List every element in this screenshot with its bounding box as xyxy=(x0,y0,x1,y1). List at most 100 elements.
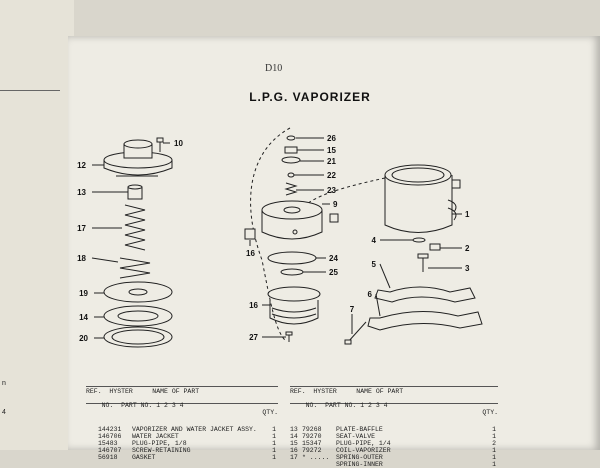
callout: 13 xyxy=(77,188,86,197)
table-cell-part: 79270 xyxy=(302,433,322,440)
table-row: 146707 SCREW-RETAINING 1 xyxy=(86,447,278,454)
table-cell-name: SEAT-VALVE xyxy=(336,433,376,440)
callout: 17 xyxy=(77,224,86,233)
table-row: 14 79270 SEAT-VALVE 1 xyxy=(290,433,498,440)
table-cell-qty: 1 xyxy=(492,433,496,440)
table-cell-name: COIL-VAPORIZER xyxy=(336,447,391,454)
table-rule xyxy=(86,403,278,404)
table-header: REF. HYSTER NAME OF PART xyxy=(290,388,404,395)
table-cell-name: VAPORIZER AND WATER JACKET ASSY. xyxy=(132,426,257,433)
valve-body xyxy=(261,200,323,240)
facing-page-mark: n xyxy=(2,380,6,387)
table-row: SPRING-INNER 1 xyxy=(290,461,498,468)
table-cell-part: 146707 xyxy=(98,447,122,454)
callout: 26 xyxy=(327,134,336,143)
table-cell-name: SCREW-RETAINING xyxy=(132,447,191,454)
callout: 12 xyxy=(77,161,86,170)
catalog-page xyxy=(68,36,600,450)
baffle-plate xyxy=(103,305,173,327)
cover-assembly xyxy=(103,139,173,177)
callout: 10 xyxy=(174,139,183,148)
diaphragm-plate xyxy=(103,281,173,303)
callout: 3 xyxy=(465,264,470,273)
callout: 2 xyxy=(465,244,470,253)
table-header: NO. PART NO. 1 2 3 4 QTY. xyxy=(101,402,278,416)
table-header: NO. PART NO. 1 2 3 4 QTY. xyxy=(305,402,498,416)
table-cell-qty: 1 xyxy=(492,447,496,454)
parts-table-right: REF. HYSTER NAME OF PART NO. PART NO. 1 … xyxy=(290,388,498,468)
table-rule xyxy=(86,386,278,387)
table-cell-name: PLATE-BAFFLE xyxy=(336,426,383,433)
callout: 4 xyxy=(372,236,377,245)
table-row: 16 79272 COIL-VAPORIZER 1 xyxy=(290,447,498,454)
page-title: L.P.G. VAPORIZER xyxy=(249,90,371,104)
table-cell-qty: 2 xyxy=(492,440,496,447)
table-cell-ref: 13 xyxy=(290,426,298,433)
screw xyxy=(344,321,367,345)
table-cell-qty: 1 xyxy=(272,454,276,461)
callout: 6 xyxy=(368,290,373,299)
vaporizer-coil xyxy=(267,286,321,325)
bushing xyxy=(127,184,143,200)
callout: 19 xyxy=(79,289,88,298)
callout: 14 xyxy=(79,313,88,322)
page-number: D10 xyxy=(265,63,283,74)
table-cell-part: 56918 xyxy=(98,454,118,461)
table-row: 13 79268 PLATE-BAFFLE 1 xyxy=(290,426,498,433)
water-jacket xyxy=(384,164,461,233)
valve-seat-stack xyxy=(281,135,301,196)
bolt xyxy=(285,331,293,342)
table-row: 17 * ..... SPRING-OUTER 1 xyxy=(290,454,498,461)
callout: 27 xyxy=(249,333,258,342)
exploded-parts-diagram: 12 10 13 17 18 19 14 20 26 15 21 22 23 9… xyxy=(77,127,483,348)
callout: 1 xyxy=(465,210,470,219)
callout: 21 xyxy=(327,157,336,166)
callout: 15 xyxy=(327,146,336,155)
table-rule xyxy=(290,386,498,387)
table-cell-name: GASKET xyxy=(132,454,156,461)
mounting-bracket xyxy=(367,286,483,331)
facing-page-rule xyxy=(0,90,60,91)
callout: 18 xyxy=(77,254,86,263)
pipe-plug xyxy=(244,213,339,240)
table-cell-qty: 1 xyxy=(492,461,496,468)
callout: 16 xyxy=(249,301,258,310)
table-cell-part: * ..... xyxy=(302,454,330,461)
table-cell-ref: 16 xyxy=(290,447,298,454)
table-cell-name: SPRING-INNER xyxy=(336,461,383,468)
table-cell-part: 79272 xyxy=(302,447,322,454)
facing-page: n 4 xyxy=(0,0,74,450)
spring xyxy=(119,204,151,279)
table-cell-name: WATER JACKET xyxy=(132,433,179,440)
washer-and-plug xyxy=(412,237,441,272)
table-cell-ref: 14 xyxy=(290,433,298,440)
table-cell-name: SPRING-OUTER xyxy=(336,454,383,461)
table-cell-name: PLUG-PIPE, 1/4 xyxy=(336,440,391,447)
table-cell-part: 15347 xyxy=(302,440,322,447)
table-cell-part: 15483 xyxy=(98,440,118,447)
callout: 24 xyxy=(329,254,338,263)
table-cell-qty: 1 xyxy=(272,433,276,440)
table-cell-ref: 15 xyxy=(290,440,298,447)
parts-table-left: REF. HYSTER NAME OF PART NO. PART NO. 1 … xyxy=(86,388,278,461)
table-cell-part: 79268 xyxy=(302,426,322,433)
table-cell-ref: 17 xyxy=(290,454,298,461)
table-cell-qty: 1 xyxy=(492,426,496,433)
callout: 23 xyxy=(327,186,336,195)
callout: 25 xyxy=(329,268,338,277)
callout: 5 xyxy=(372,260,377,269)
table-cell-part: 144231 xyxy=(98,426,122,433)
table-cell-qty: 1 xyxy=(272,447,276,454)
table-row: 144231 VAPORIZER AND WATER JACKET ASSY. 1 xyxy=(86,426,278,433)
callout: 7 xyxy=(350,305,355,314)
table-cell-qty: 1 xyxy=(492,454,496,461)
screw xyxy=(156,137,164,152)
table-cell-qty: 1 xyxy=(272,426,276,433)
table-header: REF. HYSTER NAME OF PART xyxy=(86,388,200,395)
gasket xyxy=(103,326,173,348)
callout: 20 xyxy=(79,334,88,343)
facing-page-mark: 4 xyxy=(2,409,6,416)
table-row: 56918 GASKET 1 xyxy=(86,454,278,461)
